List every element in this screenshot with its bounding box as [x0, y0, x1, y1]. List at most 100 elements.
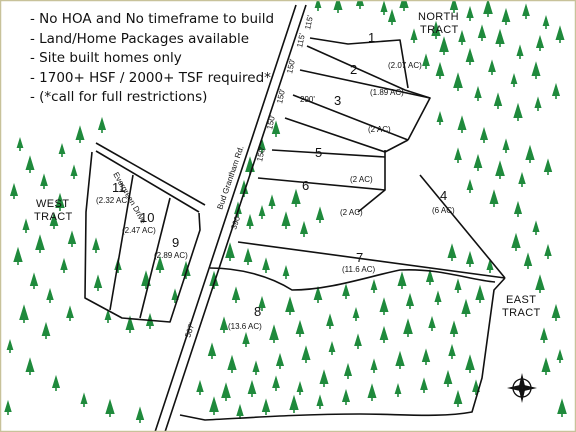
tree-icon: [341, 388, 351, 405]
lot-line-4-7: [237, 241, 506, 279]
tree-icon: [489, 189, 499, 207]
tree-icon: [525, 144, 535, 163]
tree-icon: [448, 343, 456, 359]
tree-icon: [80, 392, 88, 407]
lot-line-6-lower: [257, 177, 386, 191]
tree-icon: [9, 182, 19, 199]
tree-icon: [97, 116, 107, 133]
lot-7-number: 7: [356, 250, 363, 265]
tree-icon: [518, 171, 526, 187]
tree-icon: [319, 369, 329, 387]
lot-line-1-2: [306, 45, 406, 91]
lot-2-number: 2: [350, 62, 357, 77]
tree-icon: [92, 237, 100, 253]
tree-icon: [477, 24, 487, 41]
tree-icon: [425, 268, 435, 285]
tree-icon: [221, 382, 231, 401]
tree-icon: [535, 34, 545, 51]
tree-icon: [239, 179, 249, 197]
dimension-label: 115': [303, 14, 315, 30]
dimension-label: 150': [265, 114, 277, 131]
tree-icon: [343, 362, 353, 379]
tree-icon: [105, 398, 115, 417]
tree-icon: [513, 200, 523, 217]
tree-icon: [387, 8, 397, 26]
notes-list: - No HOA and No timeframe to build - Lan…: [30, 10, 274, 108]
tree-icon: [544, 243, 552, 259]
tree-icon: [207, 342, 217, 359]
tree-icon: [104, 308, 112, 323]
tree-icon: [465, 354, 475, 373]
tree-icon: [246, 213, 254, 229]
dimension-label: 290': [300, 95, 315, 104]
tree-icon: [75, 125, 85, 143]
tree-icon: [479, 126, 489, 143]
tree-icon: [35, 234, 45, 253]
tree-icon: [435, 61, 445, 79]
lot-10-acreage: (2.47 AC): [122, 226, 156, 235]
map-labels: NORTH TRACT WEST TRACT EAST TRACT Evergr…: [34, 11, 540, 339]
lot-2-east-edge: [404, 89, 431, 141]
lot-9-number: 9: [172, 235, 179, 250]
tree-icon: [25, 155, 35, 173]
tree-icon: [397, 271, 407, 289]
tree-icon: [399, 0, 409, 11]
lot-8-number: 8: [254, 304, 261, 319]
north-tract-label-line1: NORTH: [418, 11, 459, 23]
tree-icon: [285, 296, 295, 315]
tree-icon: [291, 188, 301, 207]
tree-icon: [219, 316, 229, 333]
tree-icon: [394, 382, 402, 397]
tree-icon: [449, 0, 459, 13]
tree-icon: [262, 257, 270, 273]
tree-icon: [236, 403, 244, 419]
tree-icon: [299, 220, 309, 237]
lot-6-number: 6: [302, 178, 309, 193]
tree-icon: [29, 272, 39, 289]
tree-icon: [66, 305, 74, 321]
tree-icon: [379, 325, 389, 343]
tree-icon: [453, 389, 463, 407]
note-item: - No HOA and No timeframe to build: [30, 11, 275, 27]
tree-icon: [315, 206, 325, 223]
tree-icon: [313, 285, 323, 303]
west-tract-label-line2: TRACT: [34, 211, 73, 223]
tree-icon: [252, 360, 260, 375]
tree-icon: [483, 0, 493, 17]
tree-icon: [316, 394, 324, 409]
tree-icon: [328, 340, 336, 355]
lot-10-number: 10: [140, 210, 154, 225]
tree-icon: [4, 399, 12, 415]
tree-icon: [22, 218, 30, 233]
tree-icon: [495, 28, 505, 47]
lot-line-3-lower: [292, 94, 409, 141]
tree-icon: [58, 142, 66, 157]
tree-icon: [25, 357, 35, 375]
tree-icon: [555, 25, 565, 43]
tree-icon: [49, 211, 59, 229]
tree-icon: [457, 115, 467, 133]
tree-icon: [231, 286, 241, 303]
tree-icon: [556, 348, 564, 363]
tree-icon: [135, 406, 145, 423]
tree-icon: [16, 136, 24, 151]
tree-icon: [458, 29, 466, 45]
tree-icon: [516, 44, 524, 59]
tree-icon: [281, 211, 291, 229]
boundary-lines: [84, 4, 506, 432]
tree-icon: [439, 36, 449, 55]
tree-icon: [269, 324, 279, 343]
dimension-label: 567': [183, 321, 196, 338]
note-item: - Land/Home Packages available: [30, 30, 250, 47]
tree-icon: [289, 394, 299, 413]
tree-icon: [352, 306, 360, 321]
tree-icon: [247, 379, 257, 397]
east-south-outline: [179, 277, 506, 421]
tree-icon: [41, 321, 51, 339]
lot-line-2-3: [299, 69, 431, 99]
tree-icon: [535, 274, 545, 293]
east-tract-label-line1: EAST: [506, 294, 536, 306]
tree-icon: [486, 258, 494, 273]
tree-icon: [443, 369, 453, 387]
